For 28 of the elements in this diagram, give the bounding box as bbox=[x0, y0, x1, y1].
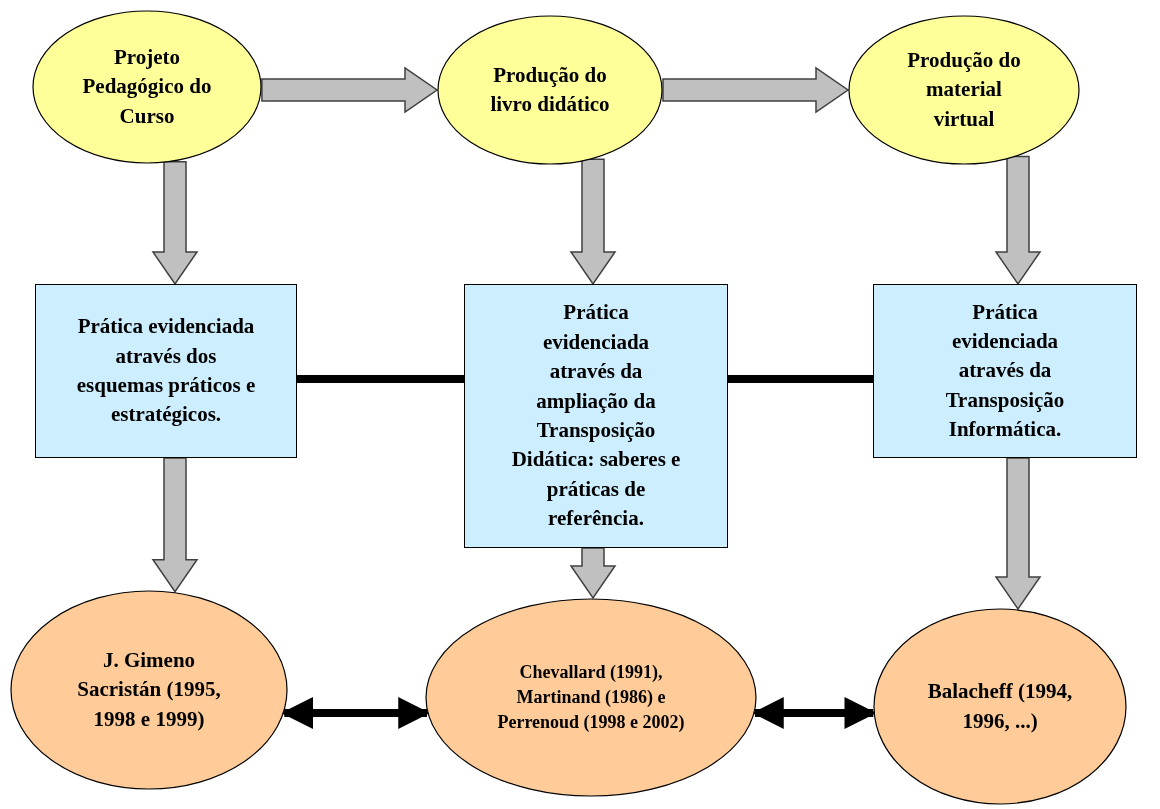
ellipse-node bbox=[32, 10, 262, 164]
block-arrow bbox=[151, 160, 199, 286]
block-arrow bbox=[994, 457, 1042, 611]
node-label: Prática evidenciada através da Transposição Informática. bbox=[944, 298, 1066, 444]
ellipse-node bbox=[425, 598, 757, 797]
ellipse-node bbox=[10, 590, 288, 790]
process-box bbox=[35, 284, 297, 458]
node-label: Projeto Pedagógico do Curso bbox=[81, 43, 213, 130]
node-label: Produção do livro didático bbox=[489, 61, 611, 118]
process-box bbox=[464, 284, 728, 548]
block-arrow bbox=[261, 66, 439, 114]
block-arrow bbox=[994, 155, 1042, 286]
node-label: J. Gimeno Sacristán (1995, 1998 e 1999) bbox=[76, 646, 222, 733]
ellipse-node bbox=[873, 608, 1127, 805]
block-arrow bbox=[662, 66, 850, 114]
connector-line bbox=[728, 375, 873, 383]
node-label: Prática evidenciada através dos esquemas práticos e estratégicos. bbox=[76, 313, 256, 429]
process-box bbox=[873, 284, 1137, 458]
ellipse-node bbox=[848, 15, 1080, 165]
block-arrow bbox=[151, 457, 199, 594]
node-label: Balacheff (1994, 1996, ...) bbox=[926, 678, 1074, 735]
node-label: Prática evidenciada através da ampliação da Transposição Didática: saberes e práticas de referência. bbox=[510, 299, 682, 533]
node-label: Chevallard (1991), Martinand (1986) e Perrenoud (1998 e 2002) bbox=[496, 660, 686, 735]
node-label: Produção do material virtual bbox=[906, 46, 1022, 133]
connector-line bbox=[297, 375, 464, 383]
block-arrow bbox=[569, 547, 617, 600]
block-arrow bbox=[569, 158, 617, 286]
ellipse-node bbox=[437, 15, 663, 165]
